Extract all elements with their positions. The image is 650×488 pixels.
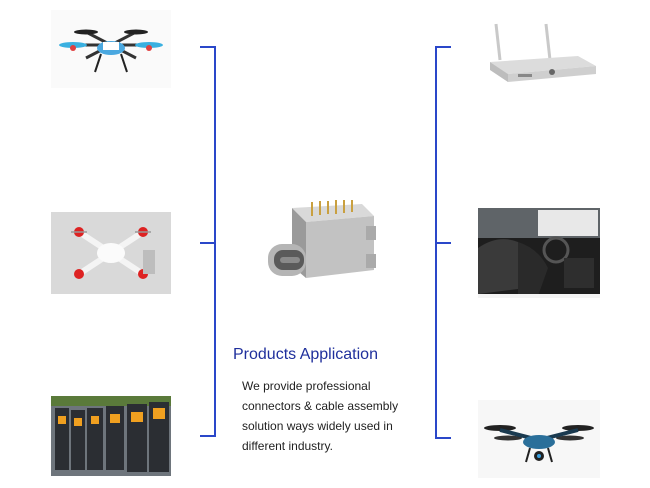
products-application-description: We provide professional connectors & cab… — [242, 376, 442, 456]
products-application-title: Products Application — [233, 346, 378, 363]
camera-drone-icon — [484, 425, 594, 463]
left-bracket-middle-tick — [200, 242, 216, 244]
description-line: We provide professional — [242, 379, 371, 393]
car-interior-icon — [478, 208, 600, 298]
description-line: solution ways widely used in — [242, 419, 393, 433]
description-line: connectors & cable assembly — [242, 399, 399, 413]
drone-blue-photo — [51, 10, 171, 88]
right-bracket-top-tick — [435, 46, 451, 48]
drone-blue-icon — [59, 29, 163, 73]
camera-drone-photo — [478, 400, 600, 478]
right-bracket-bottom-tick — [435, 437, 451, 439]
industrial-inverter-photo — [51, 396, 171, 476]
set-top-box-photo — [478, 10, 598, 90]
drone-white-icon — [51, 212, 171, 294]
inverter-icon — [51, 396, 171, 476]
left-bracket-top-tick — [200, 46, 216, 48]
left-bracket-bottom-tick — [200, 435, 216, 437]
description-line: different industry. — [242, 439, 333, 453]
drone-white-photo — [51, 212, 171, 294]
right-bracket-middle-tick — [435, 242, 451, 244]
usb-c-connector-icon — [268, 200, 376, 278]
left-bracket-vertical — [214, 46, 216, 437]
car-interior-photo — [478, 208, 600, 298]
set-top-box-icon — [490, 23, 596, 82]
usb-c-connector-photo — [262, 196, 388, 292]
